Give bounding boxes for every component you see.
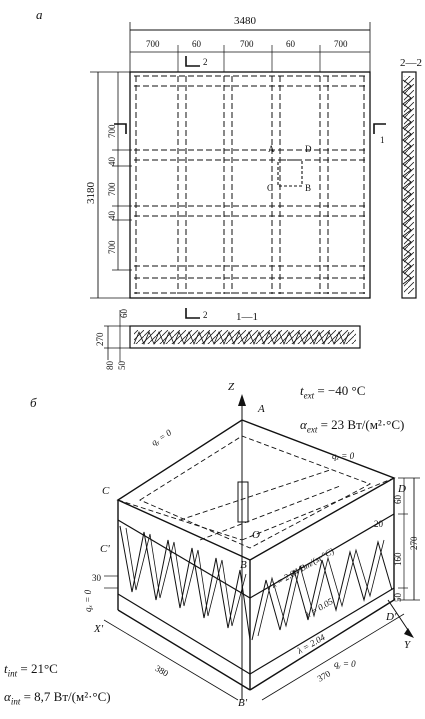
qx-left: qₓ = 0 <box>83 589 93 612</box>
dim-seg-2: 60 <box>192 39 201 49</box>
isometric-element <box>103 394 420 701</box>
dim-60: 60 <box>393 495 403 504</box>
t-int-label: tint = 21°C <box>4 661 58 679</box>
dim-left-seg-3: 700 <box>107 182 117 197</box>
section-1-1-outline <box>129 325 361 349</box>
rib-zigzag-left <box>119 525 251 641</box>
section-2-label-top: 2 <box>203 57 208 67</box>
point-bb: B <box>240 559 247 571</box>
dim-left-seg-2: 40 <box>107 157 117 166</box>
alpha-int-label: αint = 8,7 Вт/(м²·°С) <box>4 689 111 707</box>
section-1-label-right: 1 <box>380 135 385 145</box>
point-a-b: A <box>258 403 265 415</box>
section-2-2-outline <box>401 71 417 299</box>
qx-top-right: qₓ = 0 <box>332 451 355 461</box>
bottom-dim-60: 60 <box>119 309 129 318</box>
point-b: B <box>305 183 312 193</box>
bottom-dim-50: 50 <box>117 361 127 370</box>
section-2-marker-top <box>185 56 200 67</box>
section-2-2-title: 2—2 <box>400 57 422 69</box>
dim-seg-5: 700 <box>334 39 348 49</box>
alpha-ext-label: αext = 23 Вт/(м²·°С) <box>300 417 405 435</box>
bottom-dim-270: 270 <box>95 332 105 347</box>
bottom-dim-80: 80 <box>105 361 115 370</box>
panel-plan <box>90 22 417 362</box>
point-d2: D' <box>386 611 397 623</box>
dim-height: 3180 <box>85 182 97 204</box>
point-d: D <box>305 144 312 154</box>
abcd-cell <box>277 159 303 187</box>
section-2-label-bottom: 2 <box>203 310 208 320</box>
dim-seg-4: 60 <box>286 39 295 49</box>
dim-50: 50 <box>393 593 403 602</box>
point-b2: B' <box>238 697 248 709</box>
rib-zigzag-right <box>251 540 393 641</box>
qy-bottom: qᵧ = 0 <box>334 659 356 669</box>
section-1-1-title: 1—1 <box>236 311 258 323</box>
point-o-b: O <box>252 529 260 541</box>
part-b-label: б <box>30 395 37 410</box>
section-1-marker-right <box>373 123 386 134</box>
dim-left-seg-1: 700 <box>107 124 117 139</box>
rib-grid <box>134 75 366 294</box>
point-c2: C' <box>100 543 110 555</box>
point-a: A <box>268 144 275 154</box>
axis-z-label: Z <box>228 381 235 393</box>
panel-outline <box>129 71 371 299</box>
dim-seg-1: 700 <box>146 39 160 49</box>
dim-270: 270 <box>409 536 419 551</box>
dim-seg-3: 700 <box>240 39 254 49</box>
section-1-marker-left <box>114 123 127 134</box>
part-a-label: а <box>36 7 43 22</box>
dim-20: 20 <box>374 519 383 529</box>
dim-160: 160 <box>393 552 403 567</box>
dim-30: 30 <box>92 573 101 583</box>
axis-x-label: X' <box>94 623 104 635</box>
t-ext-label: text = −40 °C <box>300 383 366 401</box>
point-d-b: D <box>398 483 406 495</box>
dim-width: 3480 <box>234 15 256 27</box>
dim-left-seg-5: 700 <box>107 240 117 255</box>
section-2-marker-bottom <box>185 308 200 319</box>
point-c: C <box>267 183 274 193</box>
dim-left-seg-4: 40 <box>107 211 117 220</box>
point-c-b: C <box>102 485 110 497</box>
axis-y-label: Y <box>404 639 411 651</box>
